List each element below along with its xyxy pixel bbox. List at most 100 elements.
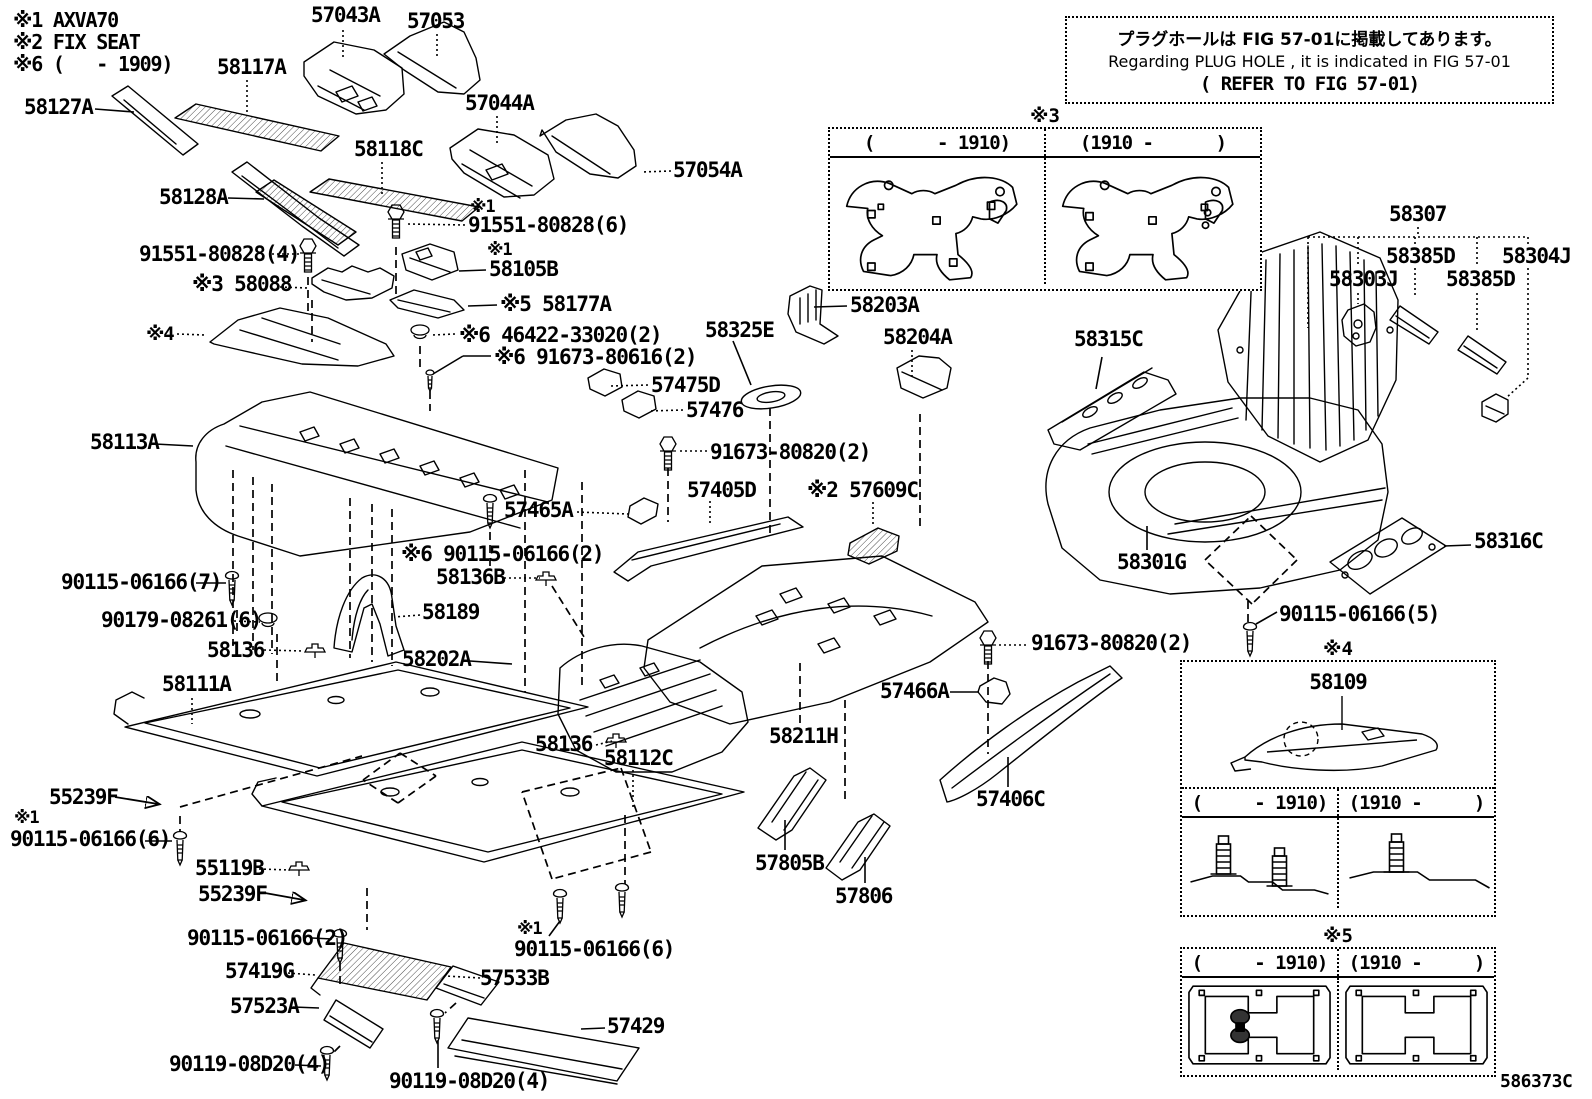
part-label-57053: 57053 (407, 9, 465, 33)
dashed-guide-line (444, 1002, 457, 1014)
clip-icon (303, 643, 327, 658)
part-label-57054A: 57054A (673, 158, 743, 182)
bracket-silhouette-pre1910 (1188, 985, 1331, 1065)
part-58204A (896, 355, 952, 399)
clip-icon (287, 861, 311, 876)
screw-icon (614, 882, 630, 919)
inset5-col-right-header: (1910 - ) (1337, 949, 1494, 976)
part-57475D (587, 368, 623, 397)
part-label-5-58177A: ※5 58177A (500, 292, 612, 316)
part-label-57405D: 57405D (687, 478, 757, 502)
inset-box-ref5: ※5 ( - 1910) (1910 - ) (1180, 925, 1496, 1077)
leader-line (732, 340, 752, 386)
dashed-guide-line (551, 585, 587, 641)
part-57043A (303, 41, 405, 115)
part-57523A (323, 999, 384, 1049)
screw-icon (172, 830, 188, 867)
part-57419G (310, 942, 452, 1001)
part-57429 (447, 1017, 640, 1085)
part-57609C (847, 527, 900, 565)
leader-line (227, 197, 265, 200)
part-57054A (539, 113, 637, 179)
part-58189 (333, 574, 405, 657)
part-label-58316C: 58316C (1474, 529, 1544, 553)
leader-line (576, 511, 629, 515)
leader-line (292, 1006, 320, 1009)
note-line-japanese: プラグホールは FIG 57-01に掲載してあります。 (1117, 30, 1502, 50)
part-58325E (740, 384, 802, 410)
screw-icon (482, 493, 498, 530)
leader-line (458, 269, 487, 272)
part-57053 (383, 21, 481, 95)
inset4-col-right-header: (1910 - ) (1337, 789, 1494, 816)
dashed-guide-line (397, 775, 437, 804)
dashed-guide-line (179, 755, 363, 808)
part-57405D (613, 516, 804, 582)
part-label-58189: 58189 (422, 600, 480, 624)
part-58385D-strips (1389, 305, 1507, 375)
inset3-col-left-header: ( - 1910) (863, 132, 1011, 154)
screw-icon (332, 928, 348, 965)
part-label-58301G: 58301G (1117, 550, 1187, 574)
note-line-refer: ( REFER TO FIG 57-01) (1199, 73, 1420, 95)
part-label-91673-80820-2: 91673-80820(2) (710, 440, 871, 464)
dashed-guide-line (362, 752, 401, 781)
part-label-58111A: 58111A (162, 672, 232, 696)
bolt-icon (659, 436, 677, 471)
leader-line (263, 649, 305, 652)
part-label-58202A: 58202A (402, 647, 472, 671)
leader-line (467, 304, 498, 307)
part-label-57043A: 57043A (311, 3, 381, 27)
part-label-90115-06166-7: 90115-06166(7) (61, 570, 222, 594)
leader-line (294, 1064, 322, 1067)
part-label-90119-08D20-4: 90119-08D20(4) (389, 1069, 550, 1093)
figure-code: 586373C (1500, 1071, 1573, 1092)
screw-icon (1242, 621, 1258, 658)
part-label-58136: 58136 (207, 638, 265, 662)
part-58105B (401, 243, 459, 281)
part-57044A (449, 128, 555, 199)
weld-stud-detail-pre1910 (1190, 835, 1329, 895)
leader-line (393, 614, 421, 618)
part-label-1: ※1 (487, 240, 513, 260)
part-label-58385D: 58385D (1446, 267, 1516, 291)
crossmember-58109-sketch (1230, 696, 1438, 772)
part-label-91673-80820-2: 91673-80820(2) (1031, 631, 1192, 655)
part-57465A (627, 497, 659, 525)
screw-icon (224, 570, 240, 607)
part-label-58127A: 58127A (24, 95, 94, 119)
dashed-guide-line (620, 767, 652, 853)
leader-line (176, 333, 206, 336)
part-58303J (1341, 303, 1377, 347)
part-58112C (251, 741, 745, 863)
part-label-57805B: 57805B (755, 851, 825, 875)
part-58301G-rear-floor-pan (1045, 397, 1389, 595)
leader-line (1443, 544, 1472, 547)
part-label-1: ※1 (14, 808, 40, 828)
small-screw-icon (425, 369, 435, 393)
leader-line (154, 443, 194, 447)
part-57533B (435, 965, 500, 1006)
inset4-col-left-header: ( - 1910) (1191, 792, 1329, 814)
dashed-guide-line (551, 851, 652, 880)
part-58118C (309, 178, 480, 222)
part-58111A (113, 661, 589, 777)
part-label-58385D: 58385D (1386, 244, 1456, 268)
inset3-marker: ※3 (1026, 105, 1064, 127)
part-label-4: ※4 (146, 323, 175, 345)
part-label-58118C: 58118C (354, 137, 424, 161)
leader-line (548, 920, 561, 937)
part-label-90179-08261-6: 90179-08261(6) (101, 608, 262, 632)
part-label-58304J: 58304J (1502, 244, 1572, 268)
inset4-part-number: 58109 (1309, 670, 1367, 694)
part-lower-back-panel (1217, 231, 1399, 463)
part-label-58128A: 58128A (159, 185, 229, 209)
part-57805B (757, 767, 827, 841)
part-label-1: ※1 (517, 919, 543, 939)
dashed-guide-line (362, 779, 399, 804)
part-57466A (977, 677, 1011, 705)
part-label-57523A: 57523A (230, 994, 300, 1018)
part-58304J (1481, 393, 1509, 423)
leader-line (469, 660, 513, 665)
